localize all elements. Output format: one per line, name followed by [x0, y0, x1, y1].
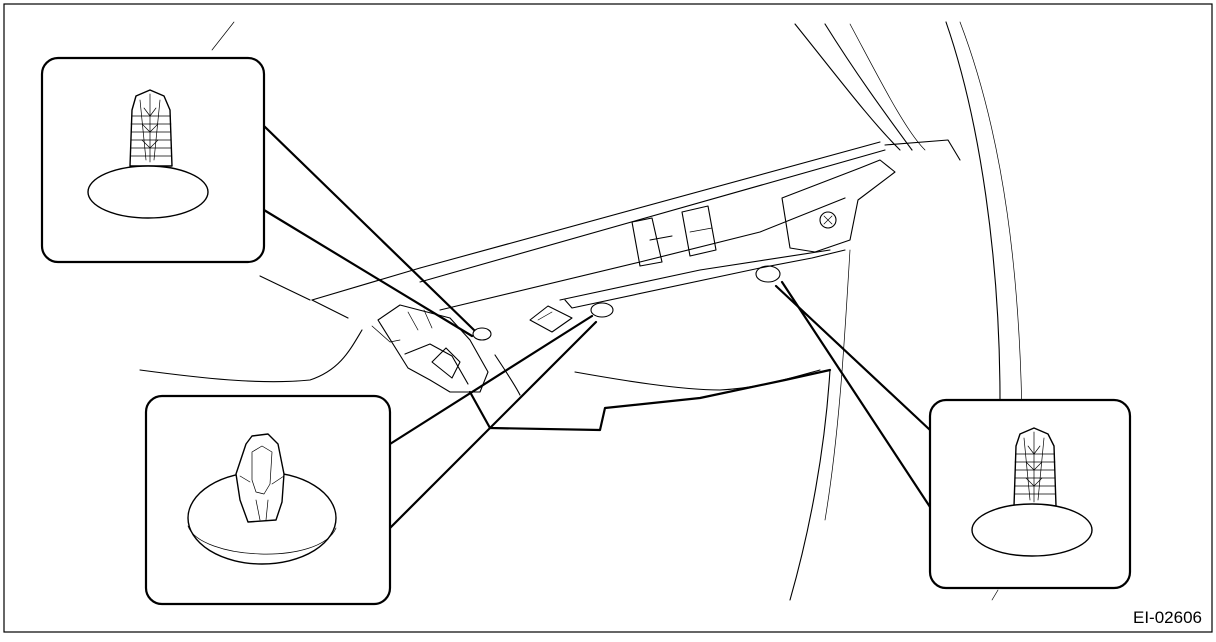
leader-lines [262, 124, 934, 530]
callout-upper-left [40, 56, 266, 264]
figure-code: EI-02606 [1133, 608, 1202, 627]
push-clip-ribbed-icon [971, 427, 1093, 557]
push-clip-ribbed-icon [87, 89, 209, 219]
callout-lower-left [144, 394, 392, 606]
callout-right [928, 398, 1132, 590]
push-clip-icon [187, 433, 337, 565]
